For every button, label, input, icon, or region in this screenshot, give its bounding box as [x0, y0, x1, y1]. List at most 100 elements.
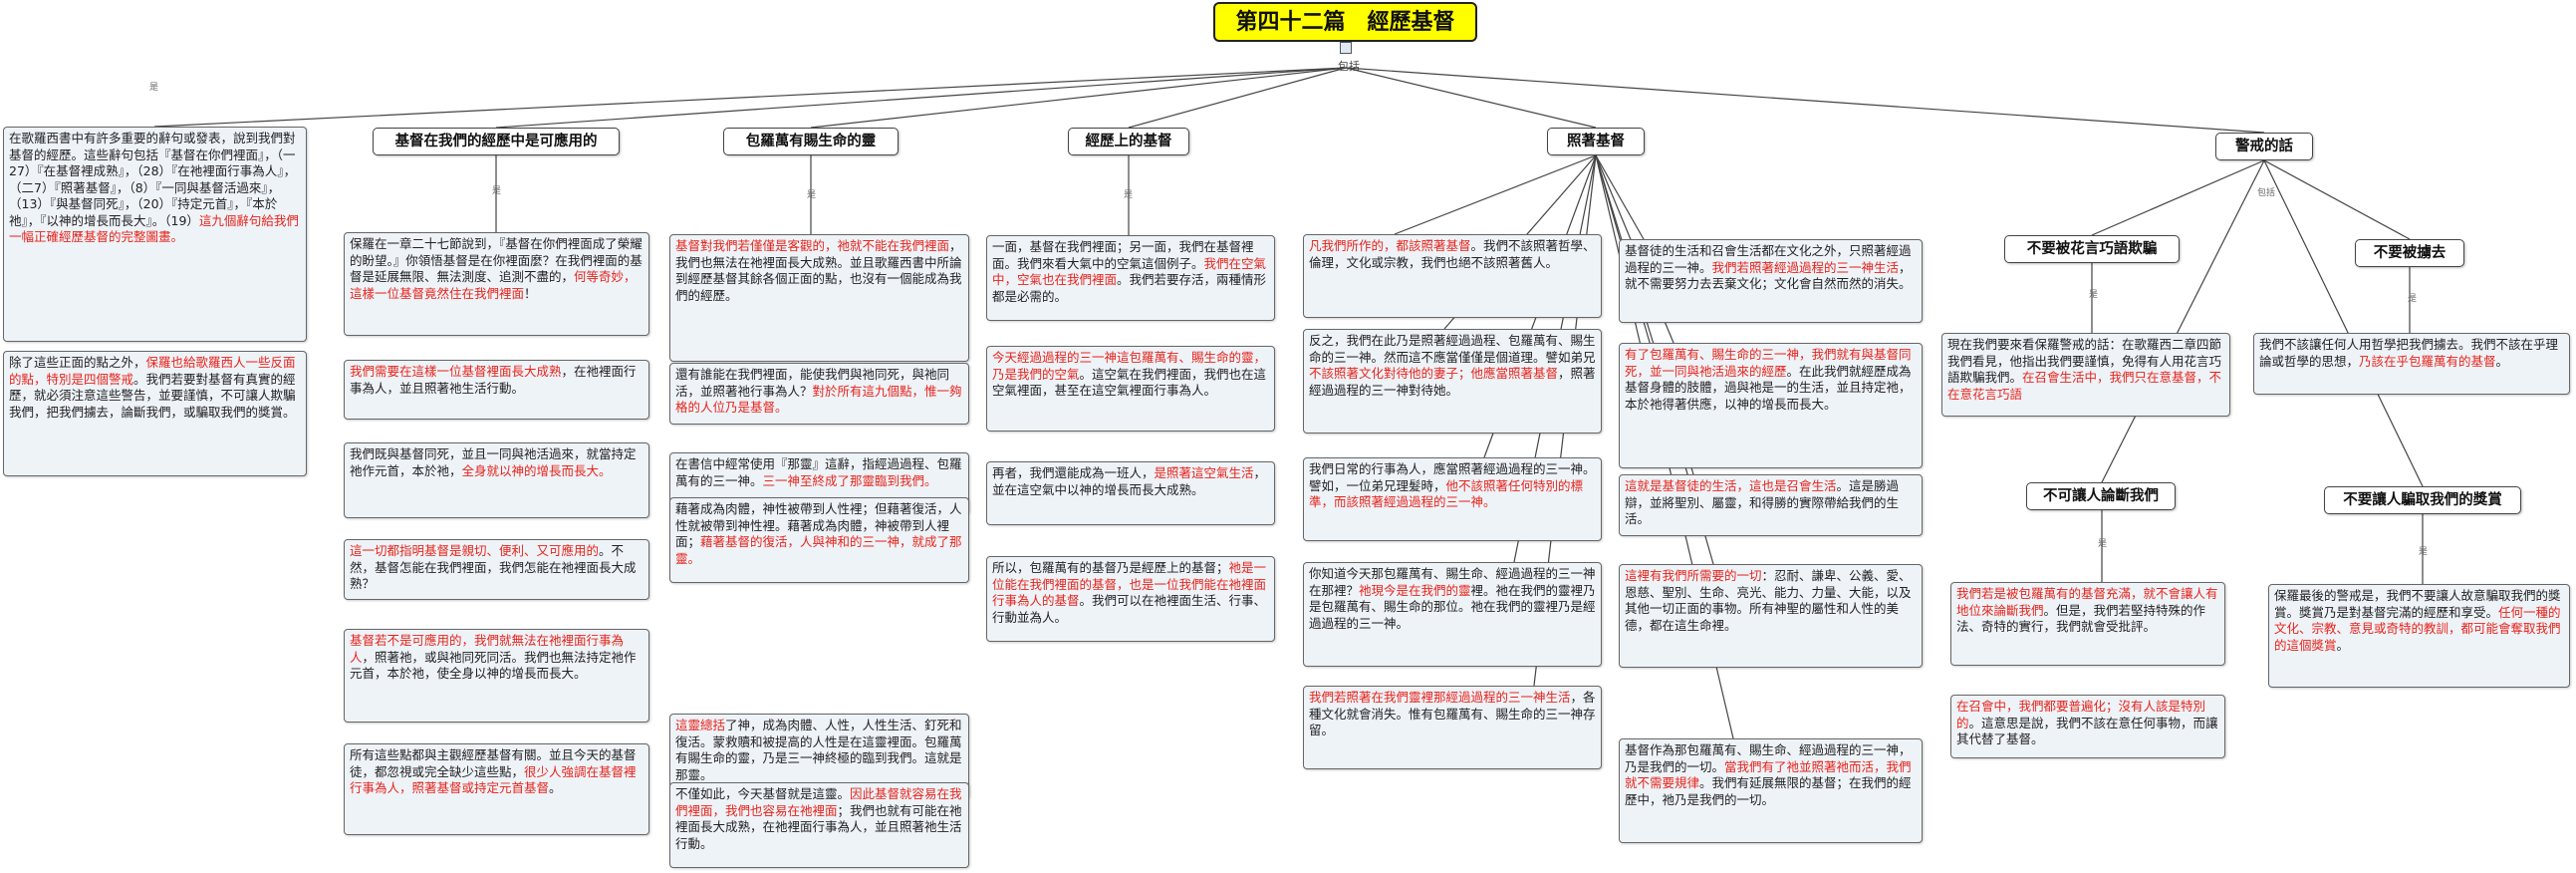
note-text: 在歌羅西書中有許多重要的辭句或發表，說到我們對基督的經歷。這些辭句包括『基督在你…: [9, 131, 297, 228]
note-text: 反之，我們在此乃是照著經過過程、包羅萬有、賜生命的三一神。然而這不應當僅僅是個道…: [1309, 333, 1596, 365]
highlighted-text: 他不該照著任何特別的標準，而該照著經過過程的三一神。: [1309, 477, 1584, 510]
highlighted-text: 我們若是被包羅萬有的基督充滿，就不會讓人有地位來論斷我們: [1956, 586, 2218, 618]
highlighted-text: 這九個辭句給我們一幅正確經歷基督的完整圖畫。: [9, 212, 299, 245]
note-text: 我們不該讓任何人用哲學把我們擄去。我們不該在乎理論或哲學的思想，: [2259, 337, 2559, 369]
warning-prize[interactable]: 不要讓人騙取我們的獎賞: [2324, 486, 2521, 514]
c3-note-2: 今天經過過程的三一神這包羅萬有、賜生命的靈，乃是我們的空氣。這空氣在我們裡面，我…: [986, 346, 1275, 432]
hub-label: 包括: [1338, 60, 1360, 73]
c1-note-6: 所有這些點都與主觀經歷基督有關。並且今天的基督徒，都忽視或完全缺少這些點，很少人…: [344, 743, 649, 835]
highlighted-text: 基督對我們若僅僅是客觀的，祂就不能在我們裡面: [675, 238, 950, 253]
note-text: 裡。祂在我們的靈裡乃是包羅萬有、賜生命的那位。祂在我們的靈裡乃是經過過程的三一神…: [1309, 582, 1596, 631]
note-text: 一面，基督在我們裡面；另一面，我們在基督裡面。我們來看大氣中的空氣這個例子。: [992, 239, 1254, 271]
connector-line: [810, 67, 1347, 129]
note-text: 。我們若要對基督有真實的經歷，就必須注意這些警告，並要謹慎，不可讓人欺騙我們，把…: [9, 371, 296, 420]
note-text: 。這空氣在我們裡面，我們也在這空氣裡面，甚至在這空氣裡面行事為人。: [992, 366, 1267, 399]
connector-line: [1394, 154, 1597, 235]
highlighted-text: 基督若不是可應用的，我們就無法在祂裡面行事為人: [350, 633, 625, 665]
highlighted-text: 今天經過過程的三一神這包羅萬有、賜生命的靈，乃是我們的空氣: [992, 350, 1267, 382]
topic-according-to-christ[interactable]: 照著基督: [1547, 128, 1645, 155]
map-title: 第四十二篇 經歷基督: [1213, 2, 1477, 42]
note-text: 所有這些點都與主觀經歷基督有關。並且今天的基督徒，都忽視或完全缺少這些點，: [350, 747, 637, 779]
w3-note-2: 在召會中，我們都要普遍化；沒有人該是特別的。這意思是說，我們不該在意任何事物，而…: [1950, 695, 2225, 758]
connector-line: [1595, 154, 1645, 240]
highlighted-text: 我們需要在這樣一位基督裡面長大成熟: [350, 364, 562, 379]
c1-note-1: 保羅在一章二十七節說到，『基督在你們裡面成了榮耀的盼望。』你領悟基督是在你裡面麼…: [344, 232, 649, 336]
topic-warnings[interactable]: 警戒的話: [2215, 133, 2313, 160]
highlighted-text: 祂是一位能在我們裡面的基督，也是一位我們能在祂裡面行事為人的基督: [992, 560, 1267, 608]
c4-right-note-3: 這就是基督徒的生活，這也是召會生活。這是勝過辯，並將聖別、屬靈，和得勝的實際帶給…: [1619, 474, 1923, 536]
connector-line: [2091, 159, 2265, 236]
warning-judged[interactable]: 不可讓人論斷我們: [2026, 482, 2176, 510]
edge-label-intro: 是: [149, 83, 159, 93]
edge-label-w2: 是: [2408, 294, 2418, 304]
note-text: 。這是勝過辯，並將聖別、屬靈，和得勝的實際帶給我們的生活。: [1625, 478, 1900, 526]
note-text: 在書信中經常使用『那靈』這辭，指經過過程、包羅萬有的三一神。: [675, 456, 962, 488]
note-text: ；我們也就有可能在祂裡面長大成熟，在祂裡面行事為人，並且照著祂生活行動。: [675, 802, 962, 851]
highlighted-text: 很少人強調在基督裡行事為人，照著基督或持定元首基督: [350, 763, 637, 796]
c4-left-note-4: 你知道今天那包羅萬有、賜生命、經過過程的三一神在那裡？祂現今是在我們的靈裡。祂在…: [1303, 562, 1602, 667]
note-text: ，我們也無法在祂裡面長大成熟。並且歌羅西書中所論到經歷基督其餘各個正面的點，也沒…: [675, 238, 962, 303]
note-text: ，就不需要努力去丟棄文化；文化會自然而然的消失。: [1625, 259, 1912, 292]
highlighted-text: 任何一種的文化、宗教、意見或奇特的教訓，都可能會奪取我們的這個獎賞: [2274, 604, 2561, 653]
warnings-summary-note: 除了這些正面的點之外，保羅也給歌羅西人一些反面的點，特別是四個警戒。我們若要對基…: [3, 351, 307, 476]
connector-line: [1128, 67, 1347, 129]
note-text: 基督作為那包羅萬有、賜生命、經過過程的三一神，乃是我們的一切。: [1625, 742, 1912, 774]
note-icon: [1340, 42, 1352, 54]
note-text: 。我們若要存活，兩種情形都是必需的。: [992, 272, 1267, 304]
c3-note-3: 再者，我們還能成為一班人，是照著這空氣生活，並在這空氣中以神的增長而長大成熟。: [986, 461, 1275, 525]
highlighted-text: 三一神至終成了那靈臨到我們。: [762, 472, 937, 488]
connector-line: [2263, 159, 2411, 240]
c2-note-2: 還有誰能在我們裡面，能使我們與祂同死，與祂同活，並照著祂行事為人？對於所有這九個…: [669, 363, 969, 425]
c1-note-4: 這一切都指明基督是親切、便利、又可應用的。不然，基督怎能在我們裡面，我們怎能在祂…: [344, 539, 649, 600]
warning-carried-off[interactable]: 不要被擄去: [2355, 239, 2464, 267]
c4-left-note-2: 反之，我們在此乃是照著經過過程、包羅萬有、賜生命的三一神。然而這不應當僅僅是個道…: [1303, 329, 1602, 434]
note-text: ，並在這空氣中以神的增長而長大成熟。: [992, 465, 1267, 497]
note-text: 。我們可以在祂裡面生活、行事、行動並為人。: [992, 593, 1267, 625]
edge-label-t2: 是: [807, 190, 817, 200]
note-text: 藉著成為肉體，神性被帶到人性裡；但藉著復活，人性就被帶到神性裡。藉著成為肉體，神…: [675, 501, 962, 549]
highlighted-text: 在召會中，我們都要普遍化；沒有人該是特別的: [1956, 699, 2206, 730]
highlighted-text: 這裡有我們所需要的一切: [1625, 568, 1762, 583]
note-text: ，照著經過過程的三一神對待她。: [1309, 366, 1596, 398]
note-text: 保羅最後的警戒是，我們不要讓人故意騙取我們的獎賞。獎賞乃是對基督完滿的經歷和享受…: [2274, 588, 2561, 620]
highlighted-text: 祂現今是在我們的靈: [1359, 582, 1471, 598]
w4-note: 保羅最後的警戒是，我們不要讓人故意騙取我們的獎賞。獎賞乃是對基督完滿的經歷和享受…: [2268, 584, 2570, 688]
connector-line: [1345, 67, 1597, 129]
highlighted-text: 全身就以神的增長而長大。: [461, 462, 612, 478]
c1-note-2: 我們需要在這樣一位基督裡面長大成熟，在祂裡面行事為人，並且照著祂生活行動。: [344, 360, 649, 420]
w2-note: 我們不該讓任何人用哲學把我們擄去。我們不該在乎理論或哲學的思想，乃該在乎包羅萬有…: [2253, 333, 2570, 395]
edge-label-w4: 是: [2419, 547, 2429, 557]
topic-applicable-christ[interactable]: 基督在我們的經歷中是可應用的: [373, 128, 620, 155]
edge-label-t1: 是: [492, 186, 502, 196]
highlighted-text: 有了包羅萬有、賜生命的三一神，我們就有與基督同死，並一同與祂活過來的經歷: [1625, 347, 1912, 379]
warning-deceived[interactable]: 不要被花言巧語欺騙: [2004, 235, 2180, 263]
note-text: 我們既與基督同死，並且一同與祂活過來，就當持定祂作元首，本於祂，: [350, 446, 637, 478]
highlighted-text: 我們若照著經過過程的三一神生活: [1711, 259, 1900, 275]
c4-left-note-3: 我們日常的行事為人，應當照著經過過程的三一神。譬如，一位弟兄理髮時，他不該照著任…: [1303, 457, 1602, 541]
note-text: 。我們不該照著哲學、倫理，文化或宗教，我們也絕不該照著舊人。: [1309, 238, 1596, 270]
c4-left-note-5: 我們若照著在我們靈裡那經過過程的三一神生活，各種文化就會消失。惟有包羅萬有、賜生…: [1303, 686, 1602, 769]
highlighted-text: 當我們有了祂並照著祂而活，我們就不需要規律: [1625, 758, 1912, 791]
c3-note-4: 所以，包羅萬有的基督乃是經歷上的基督；祂是一位能在我們裡面的基督，也是一位我們能…: [986, 556, 1275, 642]
note-text: ：忍耐、謙卑、公義、愛、恩慈、聖別、生命、亮光、能力、力量、大能，以及其他一切正…: [1625, 568, 1912, 633]
topic-experiential-christ[interactable]: 經歷上的基督: [1068, 128, 1189, 155]
highlighted-text: 藉著基督的復活，人與神和的三一神，就成了那靈。: [675, 534, 962, 566]
highlighted-text: 這一切都指明基督是親切、便利、又可應用的: [350, 543, 600, 558]
edge-label-warnings: 包括: [2257, 188, 2276, 198]
note-text: 除了這些正面的點之外，: [9, 355, 146, 370]
connector-line: [153, 67, 1347, 128]
note-text: 現在我們要來看保羅警戒的話：在歌羅西二章四節我們看見，他指出我們要謹慎，免得有人…: [1947, 337, 2222, 385]
note-text: 。: [2336, 637, 2350, 653]
highlighted-text: 這就是基督徒的生活，這也是召會生活: [1625, 478, 1837, 493]
note-text: 。我們有延展無限的基督；在我們的經歷中，祂乃是我們的一切。: [1625, 775, 1912, 807]
highlighted-text: 這靈總括: [675, 718, 726, 732]
note-text: 。這意思是說，我們不該在意任何事物，而讓其代替了基督。: [1956, 715, 2218, 747]
c2-note-4: 藉著成為肉體，神性被帶到人性裡；但藉著復活，人性就被帶到神性裡。藉著成為肉體，神…: [669, 497, 969, 583]
note-text: 所以，包羅萬有的基督乃是經歷上的基督；: [992, 560, 1229, 575]
topic-life-giving-spirit[interactable]: 包羅萬有賜生命的靈: [723, 128, 899, 155]
highlighted-text: 因此基督就容易在我們裡面，我們也容易在祂裡面: [675, 786, 962, 818]
note-text: 。不然，基督怎能在我們裡面，我們怎能在祂裡面長大成熟？: [350, 543, 637, 591]
highlighted-text: 是照著這空氣生活: [1154, 465, 1254, 480]
highlighted-text: 何等奇妙，這樣一位基督竟然住在我們裡面: [350, 269, 637, 301]
note-text: 。: [2495, 353, 2509, 369]
